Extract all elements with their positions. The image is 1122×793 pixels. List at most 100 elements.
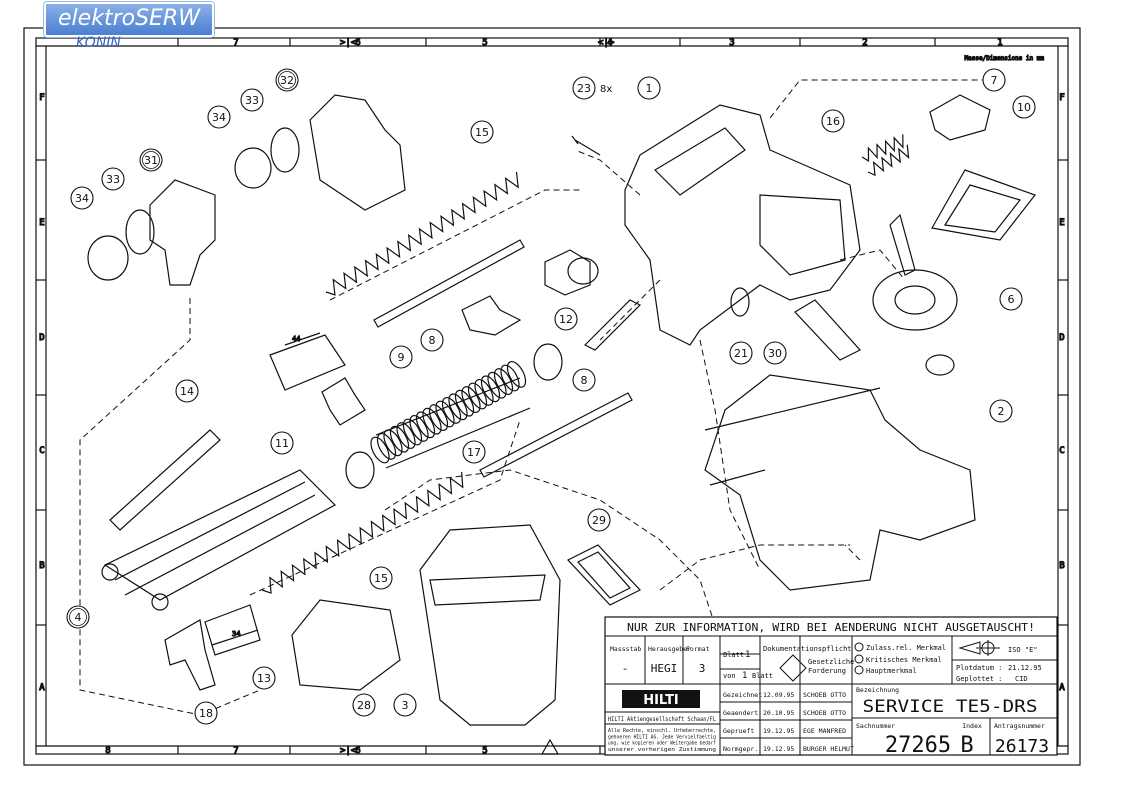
callout-circle: [1012, 95, 1036, 119]
bellows-ring: [370, 436, 390, 464]
left-row-label: F: [39, 93, 44, 103]
slide-11: [109, 429, 221, 531]
bearing: [925, 354, 955, 376]
logo-brand: elektroSERW: [58, 6, 200, 31]
sign-name: SCHOEB OTTO: [803, 709, 846, 717]
callout-circle: [207, 105, 231, 129]
bellows-ring: [389, 425, 410, 453]
callout-circle: [763, 341, 787, 365]
spring-16a: [861, 134, 904, 162]
top-col-label: 3: [729, 38, 734, 48]
assembly-line: [599, 279, 661, 341]
callout-number: 29: [592, 514, 606, 527]
callout-circle: [821, 109, 845, 133]
frame-10: [931, 169, 1036, 241]
callout-circle: [252, 666, 276, 690]
callout-number: 10: [1017, 101, 1031, 114]
callout-34: 34: [70, 186, 94, 210]
antrag-label: Antragsnummer: [994, 722, 1045, 730]
callout-inner-circle: [69, 608, 87, 626]
sign-label: Normgepr.: [723, 745, 758, 753]
callout-number: 11: [275, 437, 289, 450]
dimension-line-44: [284, 332, 321, 346]
callout-number: 14: [180, 385, 194, 398]
callout-number: 8: [429, 334, 436, 347]
callout-inner-circle: [142, 151, 160, 169]
sleeve-13: [204, 604, 261, 656]
callout-number: 31: [144, 154, 158, 167]
logo-city: KONIN: [76, 35, 121, 51]
wheel-6-hub: [894, 285, 936, 315]
callout-circle: [139, 148, 163, 172]
ring-17b: [345, 451, 375, 489]
callout-number: 33: [245, 94, 259, 107]
massstab-label: Massstab: [610, 645, 641, 653]
right-row-label: C: [1059, 446, 1064, 456]
merkmal-haupt: Hauptmerkmal: [866, 667, 917, 675]
right-row-label: B: [1059, 561, 1064, 571]
callout-circle: [194, 701, 218, 725]
geplottet-label: Geplottet :: [956, 675, 1002, 683]
outer-border: [23, 27, 1081, 766]
assembly-line: [844, 544, 861, 561]
sachnummer: 27265: [885, 733, 951, 758]
von-value: 1: [742, 671, 747, 681]
guide-rod-8-bottom: [479, 392, 633, 478]
assembly-line: [249, 419, 521, 596]
switch-7: [929, 94, 991, 141]
bellows-ring: [487, 371, 507, 399]
callout-number: 3: [402, 699, 409, 712]
bottom-triangle-mark: [540, 738, 560, 755]
wheel-6: [872, 269, 958, 331]
plotdatum-label: Plotdatum :: [956, 664, 1002, 672]
drawing-frame: 765432187654321FFEEDDCCBBAA>|<>|<<|>Mass…: [23, 27, 1081, 766]
merkmal-circle: [854, 654, 864, 664]
callout-number: 1: [646, 82, 653, 95]
callout-number: 15: [475, 126, 489, 139]
sign-label: Gezeichnet: [723, 691, 762, 699]
screw-23: [571, 135, 601, 156]
clip-detail: [321, 377, 366, 426]
watermark-logo: elektroSERW: [44, 2, 214, 37]
container-3: [419, 524, 561, 726]
callout-2: 2: [989, 399, 1013, 423]
sign-date: 20.10.95: [763, 709, 794, 717]
callout-number: 18: [199, 707, 213, 720]
title-block: NUR ZUR INFORMATION, WIRD BEI AENDERUNG …: [604, 616, 1058, 758]
left-row-label: C: [39, 446, 44, 456]
blatt-label-2: Blatt: [752, 672, 773, 680]
callout-4: 4: [66, 605, 90, 629]
herausgeber-label: Herausgeber: [648, 645, 691, 653]
merkmal-kritisch: Kritisches Merkmal: [866, 656, 942, 664]
dimensions-note: Masse/Dimensions in mm: [965, 55, 1045, 62]
callout-12: 12: [554, 307, 578, 331]
nozzle-12: [583, 299, 642, 351]
callout-11: 11: [270, 431, 294, 455]
callout-18: 18: [194, 701, 218, 725]
callout-circle: [572, 368, 596, 392]
sign-date: 12.09.95: [763, 691, 794, 699]
rights-line: gehoeren HILTI AG. Jede Vervielfaeltig: [608, 734, 716, 740]
bellows-ring: [415, 411, 436, 439]
sign-name: SCHOEB OTTO: [803, 691, 846, 699]
ring-12: [567, 257, 599, 285]
top-col-label: 2: [862, 38, 867, 48]
callout-circle: [240, 88, 264, 112]
callout-circle: [420, 328, 444, 352]
callout-number: 34: [212, 111, 226, 124]
merkmal-circle: [854, 665, 864, 675]
chassis-wheel: [101, 563, 119, 581]
rights-line: ung, wie kopieren oder Weitergabe bedarf: [608, 741, 716, 747]
blatt-value: 1: [745, 650, 750, 660]
filter-33: [125, 209, 155, 255]
guide-rod-8-top: [373, 239, 525, 328]
callout-circle: [999, 287, 1023, 311]
bottom-col-label: 7: [233, 746, 238, 756]
rights-line: Alle Rechte, einschl. Urheberrechte,: [608, 728, 716, 734]
merkmal-circle: [854, 642, 864, 652]
callout-circle: [572, 76, 596, 100]
callout-number: 4: [75, 611, 82, 624]
holder-18: [164, 619, 216, 691]
gesetzliche-label: Gesetzliche: [808, 658, 854, 666]
